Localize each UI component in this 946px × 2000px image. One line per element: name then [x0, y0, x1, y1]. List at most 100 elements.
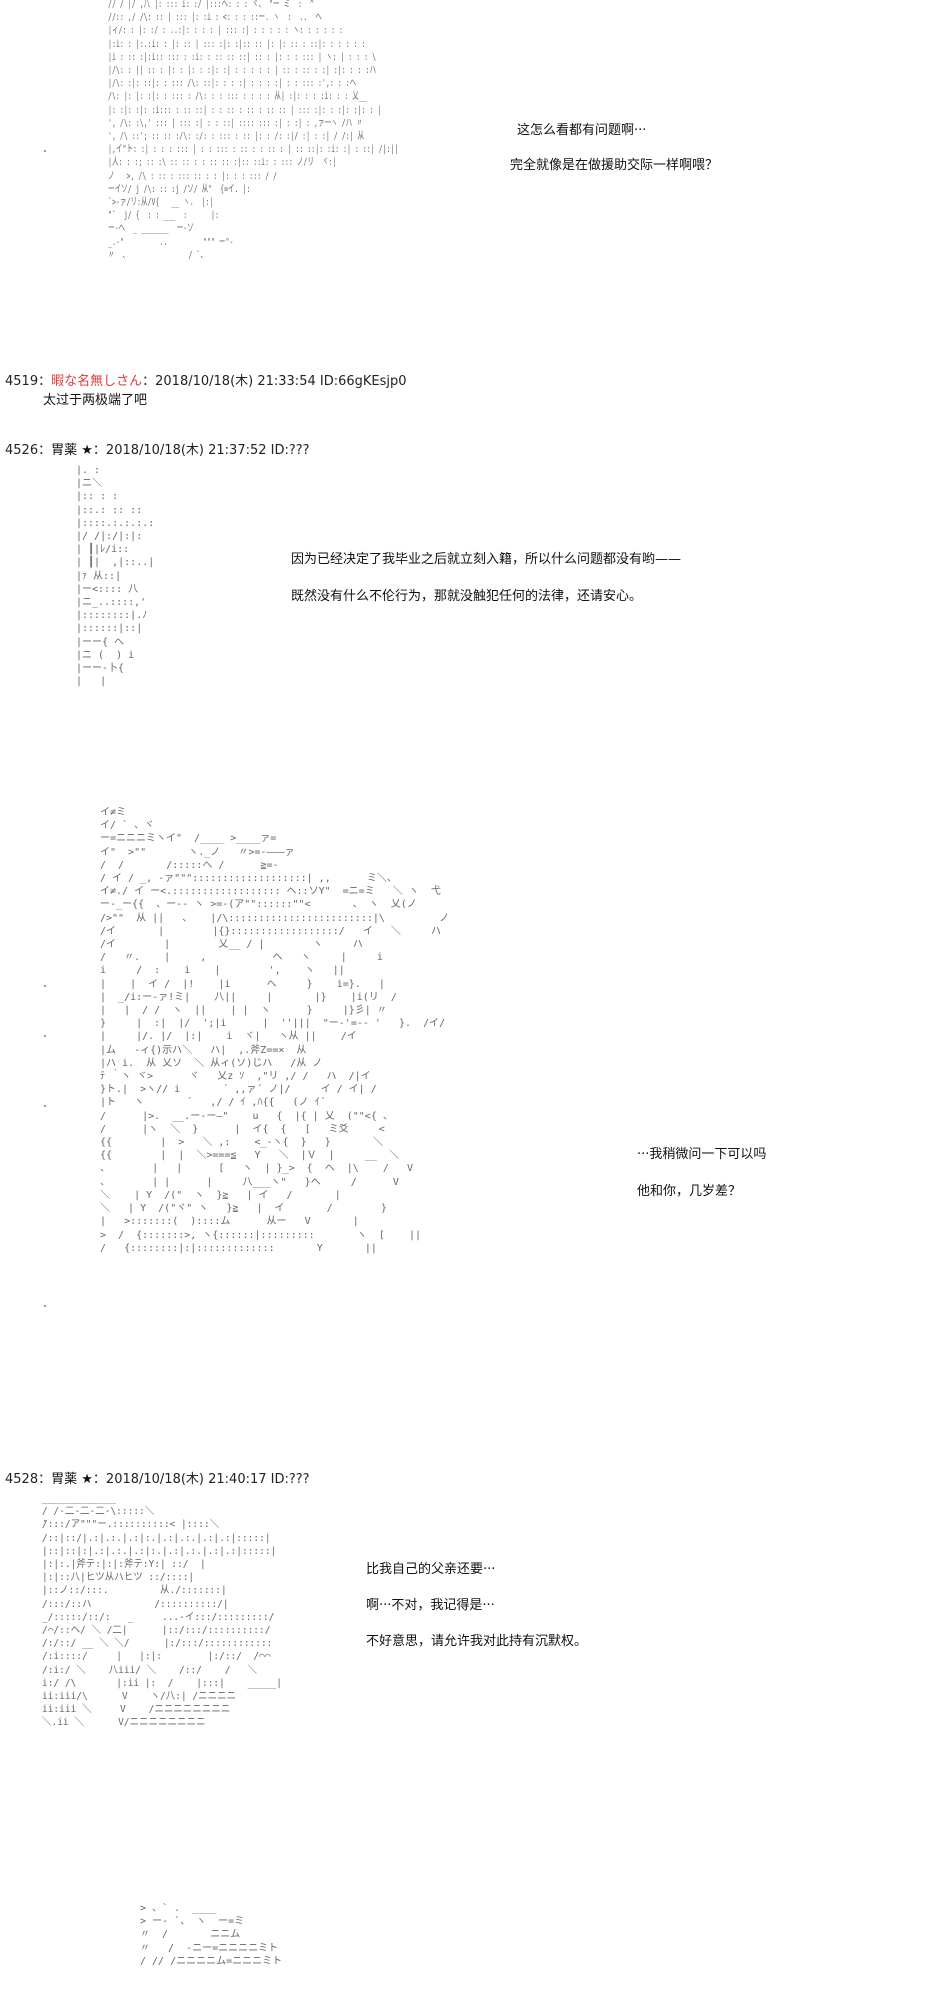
dialogue-line: 他和你，几岁差？ [637, 1184, 742, 1199]
ascii-art-row: > 、` . ____ [140, 1903, 217, 1914]
ascii-art-row: イ/ ` 、ヾ [100, 820, 155, 832]
ascii-art-row: |/\: :|: ::|: : ::: /\: ::|: : : :| : : … [108, 78, 357, 90]
post-header-4526: 4526：胃薬 ★：2018/10/18(木) 21:37:52 ID:??? [5, 443, 310, 459]
ascii-art-row: |,イ"ト: :| : : : ::: | : : ::: : :: : : :… [108, 144, 399, 156]
ascii-art-row: ＼ | Y /("ヾ" ヽ }≧ | イ / } [100, 1203, 387, 1215]
ascii-art-row: |i : :: :|:i:: ::: : :i: : :: :: ::| :: … [108, 51, 377, 63]
ascii-art-row: |:i: : |:.:i: : |: :: | ::: :|: :|:: :: … [108, 38, 366, 50]
ascii-art-row: |ーー{ へ [76, 636, 125, 648]
ascii-art-row: |::::.:.:.:.: [76, 517, 155, 529]
ascii-art-row: | >:::::::( )::::ム 从ー V | [100, 1216, 359, 1228]
ascii-art-row: |:|:.|斧テ:|:|:斧テ:Y:| ::/ | [42, 1559, 206, 1571]
ascii-art-row: /:/::/ __ ＼ ＼/ |:/:::/:::::::::::: [42, 1638, 273, 1650]
ascii-art-row: |ム -ィ{)示ハ＼ ハ| ,.斧Z==× 从 [100, 1044, 307, 1056]
ascii-art-row: /::|::/|.:|.:.|.:|:.|.:|.:.|.:|.:|:::::| [42, 1532, 271, 1544]
ascii-art-row: ノ >, /\ : :: : ::: :: : : |: : : ::: / / [108, 170, 278, 182]
ascii-art-row: / イ / _, -ァ""":::::::::::::::::::| ,, ミ＼… [100, 873, 397, 885]
ascii-art-row: |ーー‐卜{ [76, 663, 125, 675]
ascii-art-row: |人: : :; :: :\ :: :: : : :: :: :|:: ::i:… [108, 157, 337, 169]
ascii-art-row: _.-" .. """ ー"- [108, 236, 234, 248]
ascii-art-row: / |>. __.ー-ー―" u { |{ | 乂 (""<{ 、 [100, 1110, 393, 1122]
ascii-art-row: /:i::::/ | |:|: |:/::/ /⌒⌒ [42, 1651, 271, 1663]
ascii-art-row: ii:iii/\ V ヽ/八:| /ニニニニ [42, 1691, 237, 1703]
ascii-art-row: "` j/ { : : ___ : |: [108, 210, 219, 222]
ascii-art-peeking-figure: |. : |ニ＼ |:: : : |::.: :: :: |::::.:.:.:… [76, 464, 154, 688]
ascii-art-row: {{ | > ＼ ,: <_-ヽ{ } } ＼ [100, 1137, 383, 1149]
post-datetime: 2018/10/18(木) 21:37:52 [105, 443, 267, 458]
ascii-art-row: | | / / ヽ || | | ヽ } |}彡| 〃 [100, 1005, 387, 1017]
post-header-4528: 4528：胃薬 ★：2018/10/18(木) 21:40:17 ID:??? [5, 1472, 310, 1488]
ascii-art-row: / {::::::::|:|::::::::::::: Y || [100, 1242, 377, 1254]
dialogue-line: 这怎么看都有问题啊··· [517, 123, 647, 138]
dialogue-line: 不好意思，请允许我对此持有沉默权。 [366, 1634, 588, 1649]
ascii-art-row: } | :| |/ ';|i | ''||| "ー-'=-- ' }. /イ/ [100, 1018, 446, 1030]
ascii-art-row: />"" 从 || 、 |/\::::::::::::::::::::::::|… [100, 912, 450, 924]
ascii-art-row: _____________ [42, 1493, 117, 1504]
poster-name: 胃薬 ★ [51, 1472, 93, 1487]
ascii-art-row: ＼.ii ＼ V/ニニニニニニニニ [42, 1717, 206, 1729]
ascii-art-row: //:: ,/ /\: :: | ::: |: :i : <: : : ::ー.… [108, 12, 322, 24]
ascii-art-row: ﾃ ｀ヽ ヾ> ヾ 乂z ｿ ,"リ ,/ / ハ /|イ [100, 1071, 371, 1083]
ascii-art-row: // / |/ ,八 |: ::: i: :/ |:::へ: : : ヾ、 "ー… [108, 0, 314, 10]
ascii-art-row: / / /:::::へ / ≧=- [100, 859, 279, 871]
post-id: ID:??? [270, 443, 310, 458]
ascii-art-row: ＼ | Y /(" ヽ }≧ | イ / | [100, 1189, 341, 1201]
ascii-art-row: ', /\ ::'; :: :: :/\: :/: : ::: : :: |: … [108, 131, 365, 143]
ascii-art-row: イ≠./ イ ー<.:::::::::::::::::: ヘ::ソY" =ニ=ミ… [100, 886, 441, 898]
post-id: ID:??? [270, 1472, 310, 1487]
ascii-art-row: /⌒/::ヘ/ ＼ /二| |::/:::/::::::::::/ [42, 1625, 271, 1637]
margin-speck [44, 1305, 46, 1307]
ascii-art-row: |::::::|::| [76, 623, 143, 635]
ascii-art-row: / // /ニニニニム=ニニニミト [140, 1955, 283, 1967]
ascii-art-row: > ー‐ `、 ヽ ー=ミ [140, 1916, 245, 1928]
ascii-art-row: / /-二-二-二-\:::::＼ [42, 1506, 155, 1518]
dialogue-line: 啊···不对，我记得是··· [366, 1598, 495, 1613]
ascii-art-row: /イ | 乂__ / | ヽ ハ [100, 939, 363, 951]
post-separator: ： [92, 443, 106, 458]
ascii-art-row: _/:::::/::/: _ ...-イ:::/:::::::::/ [42, 1611, 275, 1623]
ascii-art-row: | ┃|ﾚ/i:: [76, 544, 130, 556]
ascii-art-row: | |/. |/ |:| i ヾ| ヽ从 || /イ [100, 1031, 357, 1043]
post-separator: ： [38, 1472, 52, 1487]
ascii-art-row: ー-_ー{{ 、ー‐‐ ヽ >=-(ア""::::::""< 、 ヽ 乂(ノ [100, 899, 417, 911]
ascii-art-row: イ≠ミ [100, 807, 127, 818]
ascii-art-row: |ト ヽ ´ ,/ / ｲ ,ﾊ{{ (ノ ｲ´ [100, 1097, 326, 1109]
poster-name: 胃薬 ★ [51, 443, 93, 458]
ascii-art-row: /:::/::ハ /::::::::::/| [42, 1598, 229, 1610]
ascii-art-row: |/\: : || :: : |: : |: : :|: :| : : : : … [108, 65, 377, 77]
post-number: 4526 [5, 443, 39, 458]
ascii-art-row: 〃 、 / `、 [108, 249, 207, 261]
ascii-art-row: /:::/ア"""ー.::::::::::< |::::＼ [42, 1519, 220, 1531]
ascii-art-row: |. : [76, 465, 101, 476]
ascii-art-row: |ｧ 从::| [76, 570, 122, 582]
ascii-art-row: | _/i:ー-ァ!ミ| 八|| | |} |i(リ / [100, 991, 397, 1003]
post-separator: ： [38, 374, 52, 389]
ascii-art-row: ーイソ/ j /\: :: :j /ソ/ 从" {=イ. |: [108, 183, 251, 195]
ascii-art-row: |ィ/: : |: :/ : ..:|: : : : | ::: :| : : … [108, 25, 344, 37]
poster-name: 暇な名無しさん [51, 374, 143, 389]
ascii-art-row: イ" >"" ヽ._ノ 〃>=-―――ァ [100, 846, 295, 858]
ascii-art-row: / |ヽ ＼ } | イ{ { [ ミ爻 < [100, 1123, 385, 1135]
ascii-art-girl-portrait: イ≠ミ イ/ ` 、ヾ ー=ニニニミヽイ" /____ >____ァ= イ" >… [100, 806, 449, 1255]
ascii-art-row: ', /\: :\,' ::: | ::: :| : : ::| :::: ::… [108, 117, 363, 129]
ascii-art-row: }ト.| >ヽ// i ´ ,,ァ´ ノ|/ イ / イ| / [100, 1084, 377, 1096]
ascii-art-row: 、 | | [ ヽ | }_> { ヘ |\ / V [100, 1163, 413, 1175]
margin-speck [44, 1520, 46, 1522]
ascii-art-row: |: :|: :|: :i::: : :: ::| : : :: : :: : … [108, 104, 382, 116]
ascii-art-girl-top: // / |/ ,八 |: ::: i: :/ |:::へ: : : ヾ、 "ー… [108, 0, 398, 262]
ascii-art-row: |:|::八|ヒツ从ハヒツ ::/::::| [42, 1572, 195, 1584]
ascii-art-row: /イ | |{}::::::::::::::::::/ イ ＼ ハ [100, 925, 442, 937]
ascii-art-father-figure: _____________ / /-二-二-二-\:::::＼ /:::/ア""… [42, 1492, 282, 1730]
ascii-art-row: 〃 / -ニー=ニニニニミト [140, 1942, 279, 1954]
ascii-art-row: | | イ / |! |i ヘ } i=}. | [100, 978, 385, 990]
post-number: 4519 [5, 374, 39, 389]
post-separator: ： [92, 1472, 106, 1487]
ascii-art-row: > / {:::::::>, ヽ{::::::|::::::::: ヽ [ || [100, 1229, 422, 1241]
ascii-art-row: |ニ ( ) i [76, 649, 135, 661]
ascii-art-row: 、 | | | 八___ヽ" }ヘ / V [100, 1176, 399, 1188]
ascii-art-row: |::::::::|.ﾉ [76, 610, 148, 622]
ascii-art-row: ii:iii ＼ V /ニニニニニニニニ [42, 1704, 231, 1716]
ascii-art-row: i / : i | ', ヽ || [100, 965, 345, 977]
ascii-art-row: |::|::|:|.:|.:.|.:|:.|.:|.:.|.:|.:|:::::… [42, 1545, 277, 1557]
post-header-4519: 4519：暇な名無しさん：2018/10/18(木) 21:33:54 ID:6… [5, 374, 407, 390]
